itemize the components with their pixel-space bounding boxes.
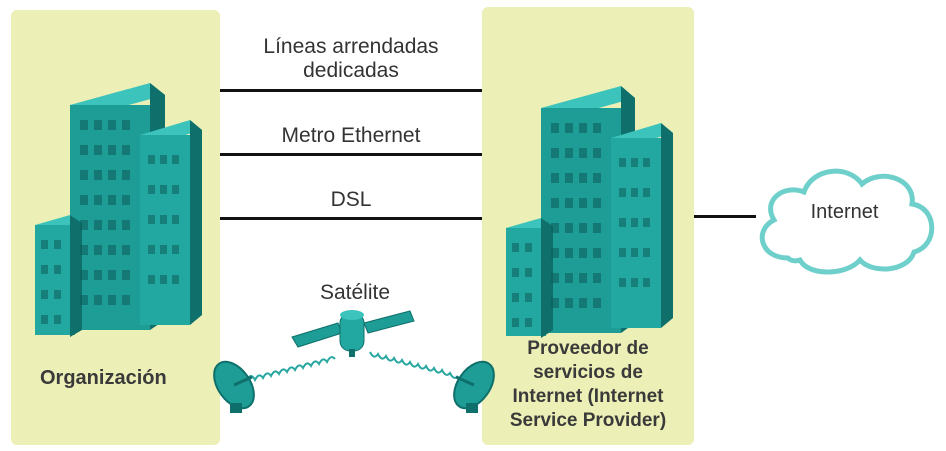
internet-label: Internet: [810, 201, 879, 223]
internet-line: [694, 215, 756, 218]
isp-label-line3: Internet (Internet: [512, 386, 664, 407]
isp-label-line1: Proveedor de: [527, 338, 649, 359]
satellite-dish-left-icon: [213, 360, 255, 413]
leased-label-line2: dedicadas: [303, 59, 399, 82]
leased-line: [220, 89, 482, 92]
isp-label-line4: Service Provider): [509, 410, 667, 431]
metro-ethernet-label: Metro Ethernet: [281, 124, 421, 147]
satellite-signal-left: [246, 356, 336, 383]
internet-cloud-icon: [759, 168, 935, 275]
isp-label-line2: servicios de: [533, 362, 643, 383]
leased-lines-label: Líneas arrendadas dedicadas: [220, 35, 482, 83]
dsl-label: DSL: [330, 188, 372, 211]
leased-label-line1: Líneas arrendadas: [263, 35, 439, 58]
organization-label: Organización: [40, 367, 167, 389]
isp-label: Proveedor de servicios de Internet (Inte…: [482, 337, 694, 433]
dsl-line: [220, 217, 482, 220]
satellite-signal-right: [369, 351, 459, 379]
satellite-dish-right-icon: [453, 360, 495, 413]
satellite-label: Satélite: [319, 281, 391, 304]
isp-building-icon: [506, 86, 673, 338]
metro-ethernet-line: [220, 153, 482, 156]
satellite-icon: [291, 310, 415, 357]
organization-building-icon: [35, 83, 202, 337]
